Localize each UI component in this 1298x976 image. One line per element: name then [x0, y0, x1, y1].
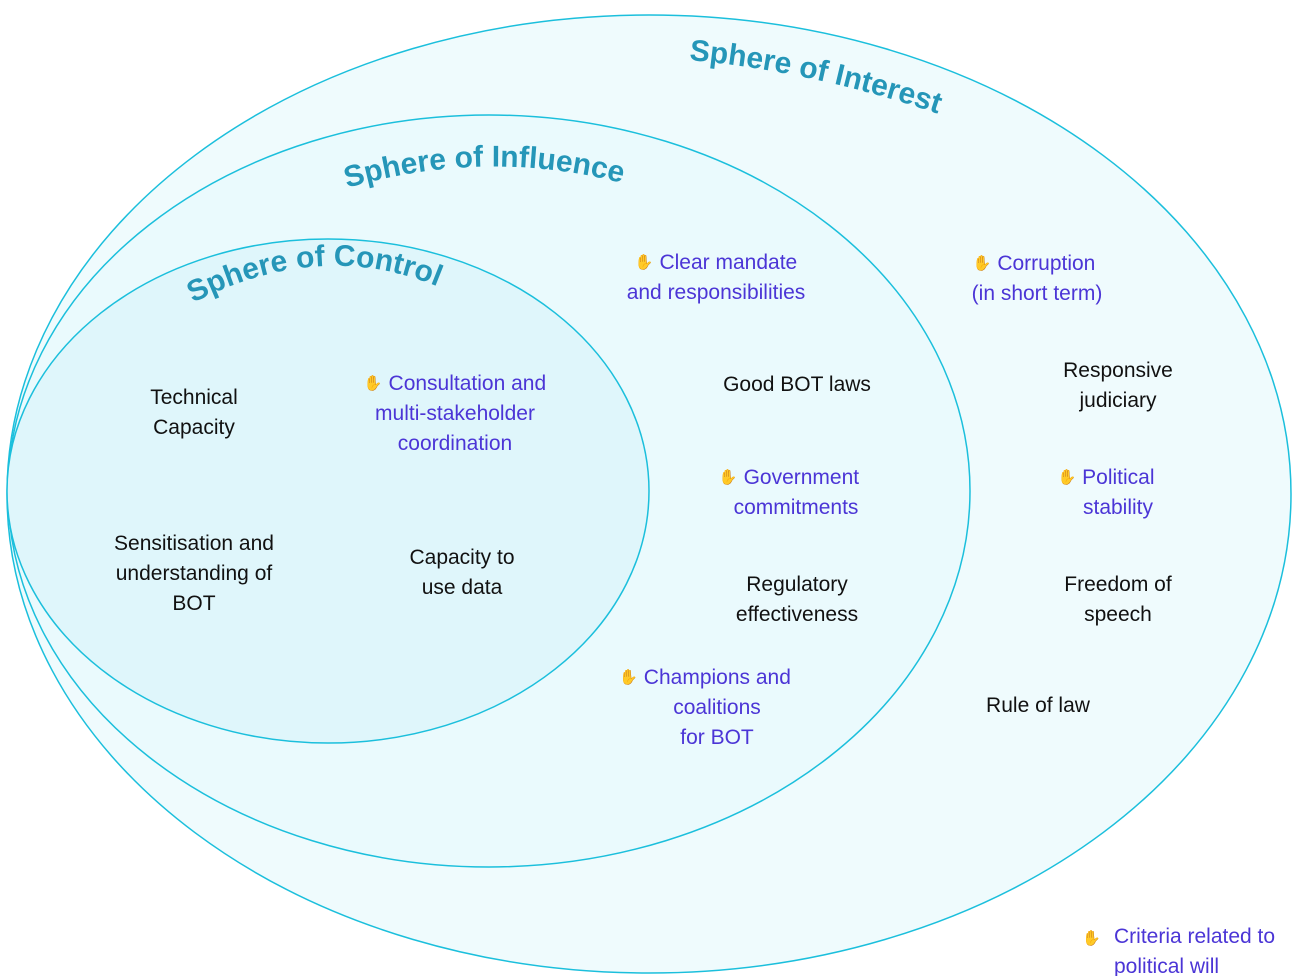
hand-icon: ✋: [1082, 930, 1101, 947]
responsive-judiciary-label: Responsive judiciary: [1063, 359, 1173, 412]
freedom-of-speech-label: Freedom of speech: [1064, 573, 1172, 626]
hand-icon: ✋: [718, 469, 738, 486]
capacity-to-use-data-label: Capacity to use data: [409, 546, 515, 599]
hand-icon: ✋: [1057, 469, 1077, 486]
hand-icon: ✋: [619, 669, 638, 686]
government-commitments-label: ✋Government commitments: [719, 463, 859, 523]
corruption-label: ✋Corruption (in short term): [966, 249, 1103, 309]
champions-label: ✋Champions and coalitions for BOT: [619, 663, 791, 753]
rule-of-law-label: Rule of law: [986, 694, 1090, 717]
hand-icon: ✋: [363, 375, 383, 392]
hand-icon: ✋: [634, 254, 654, 271]
clear-mandate-label: ✋Clear mandate and responsibilities: [627, 248, 806, 308]
political-stability-label: ✋Political stability: [1057, 463, 1154, 523]
good-bot-laws-label: Good BOT laws: [723, 373, 871, 396]
legend-label-2: political will: [1114, 955, 1220, 976]
legend-label: Criteria related to: [1114, 925, 1276, 948]
consultation-label: ✋Consultation and multi-stakeholder coor…: [364, 369, 546, 459]
technical-capacity-label: Technical Capacity: [150, 386, 238, 439]
sensitisation-label: Sensitisation and understanding of BOT: [114, 532, 274, 615]
regulatory-effectiveness-label: Regulatory effectiveness: [735, 573, 859, 626]
sphere-of-control-ellipse: [6, 238, 650, 744]
hand-icon: ✋: [972, 255, 992, 272]
